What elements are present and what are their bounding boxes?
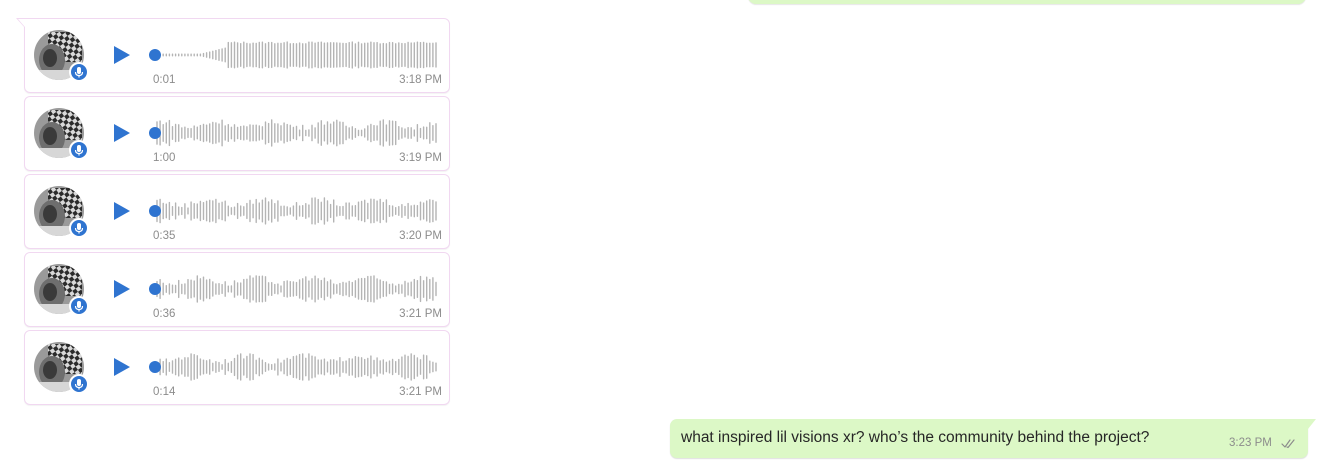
voice-duration: 0:01: [153, 74, 176, 86]
audio-waveform[interactable]: [147, 195, 441, 227]
microphone-icon: [69, 140, 89, 160]
voice-message: 0:14 3:21 PM: [24, 330, 450, 405]
message-time: 3:20 PM: [399, 230, 442, 242]
play-icon: [114, 46, 130, 64]
play-button[interactable]: [112, 123, 132, 143]
audio-waveform[interactable]: [147, 351, 441, 383]
message-time: 3:23 PM: [1229, 437, 1272, 449]
play-button[interactable]: [112, 45, 132, 65]
play-button[interactable]: [112, 201, 132, 221]
audio-waveform[interactable]: [147, 117, 441, 149]
playhead-knob[interactable]: [149, 361, 161, 373]
play-icon: [114, 280, 130, 298]
audio-waveform[interactable]: [147, 273, 441, 305]
voice-duration: 0:36: [153, 308, 176, 320]
play-icon: [114, 358, 130, 376]
audio-waveform[interactable]: [147, 39, 441, 71]
message-text: what inspired lil visions xr? who’s the …: [681, 429, 1150, 446]
play-icon: [114, 202, 130, 220]
voice-duration: 1:00: [153, 152, 176, 164]
avatar[interactable]: [34, 30, 84, 80]
microphone-icon: [69, 374, 89, 394]
microphone-icon: [69, 62, 89, 82]
outgoing-message: what inspired lil visions xr? who’s the …: [670, 419, 1316, 458]
microphone-icon: [69, 218, 89, 238]
previous-outgoing-bubble: [748, 0, 1306, 4]
voice-message-list: 0:01 3:18 PM 1:00 3:19 PM 0:35 3:20 PM 0…: [16, 18, 450, 408]
play-button[interactable]: [112, 357, 132, 377]
message-time: 3:19 PM: [399, 152, 442, 164]
playhead-knob[interactable]: [149, 283, 161, 295]
voice-message: 1:00 3:19 PM: [24, 96, 450, 171]
playhead-knob[interactable]: [149, 49, 161, 61]
play-button[interactable]: [112, 279, 132, 299]
double-check-icon: [1281, 439, 1295, 449]
message-time: 3:18 PM: [399, 74, 442, 86]
microphone-icon: [69, 296, 89, 316]
voice-message: 0:01 3:18 PM: [16, 18, 450, 93]
bubble-tail: [1308, 419, 1316, 429]
message-time: 3:21 PM: [399, 308, 442, 320]
playhead-knob[interactable]: [149, 127, 161, 139]
bubble-tail: [16, 18, 25, 28]
message-time: 3:21 PM: [399, 386, 442, 398]
voice-duration: 0:35: [153, 230, 176, 242]
play-icon: [114, 124, 130, 142]
playhead-knob[interactable]: [149, 205, 161, 217]
voice-message: 0:35 3:20 PM: [24, 174, 450, 249]
avatar[interactable]: [34, 342, 84, 392]
voice-message: 0:36 3:21 PM: [24, 252, 450, 327]
avatar[interactable]: [34, 264, 84, 314]
voice-duration: 0:14: [153, 386, 176, 398]
